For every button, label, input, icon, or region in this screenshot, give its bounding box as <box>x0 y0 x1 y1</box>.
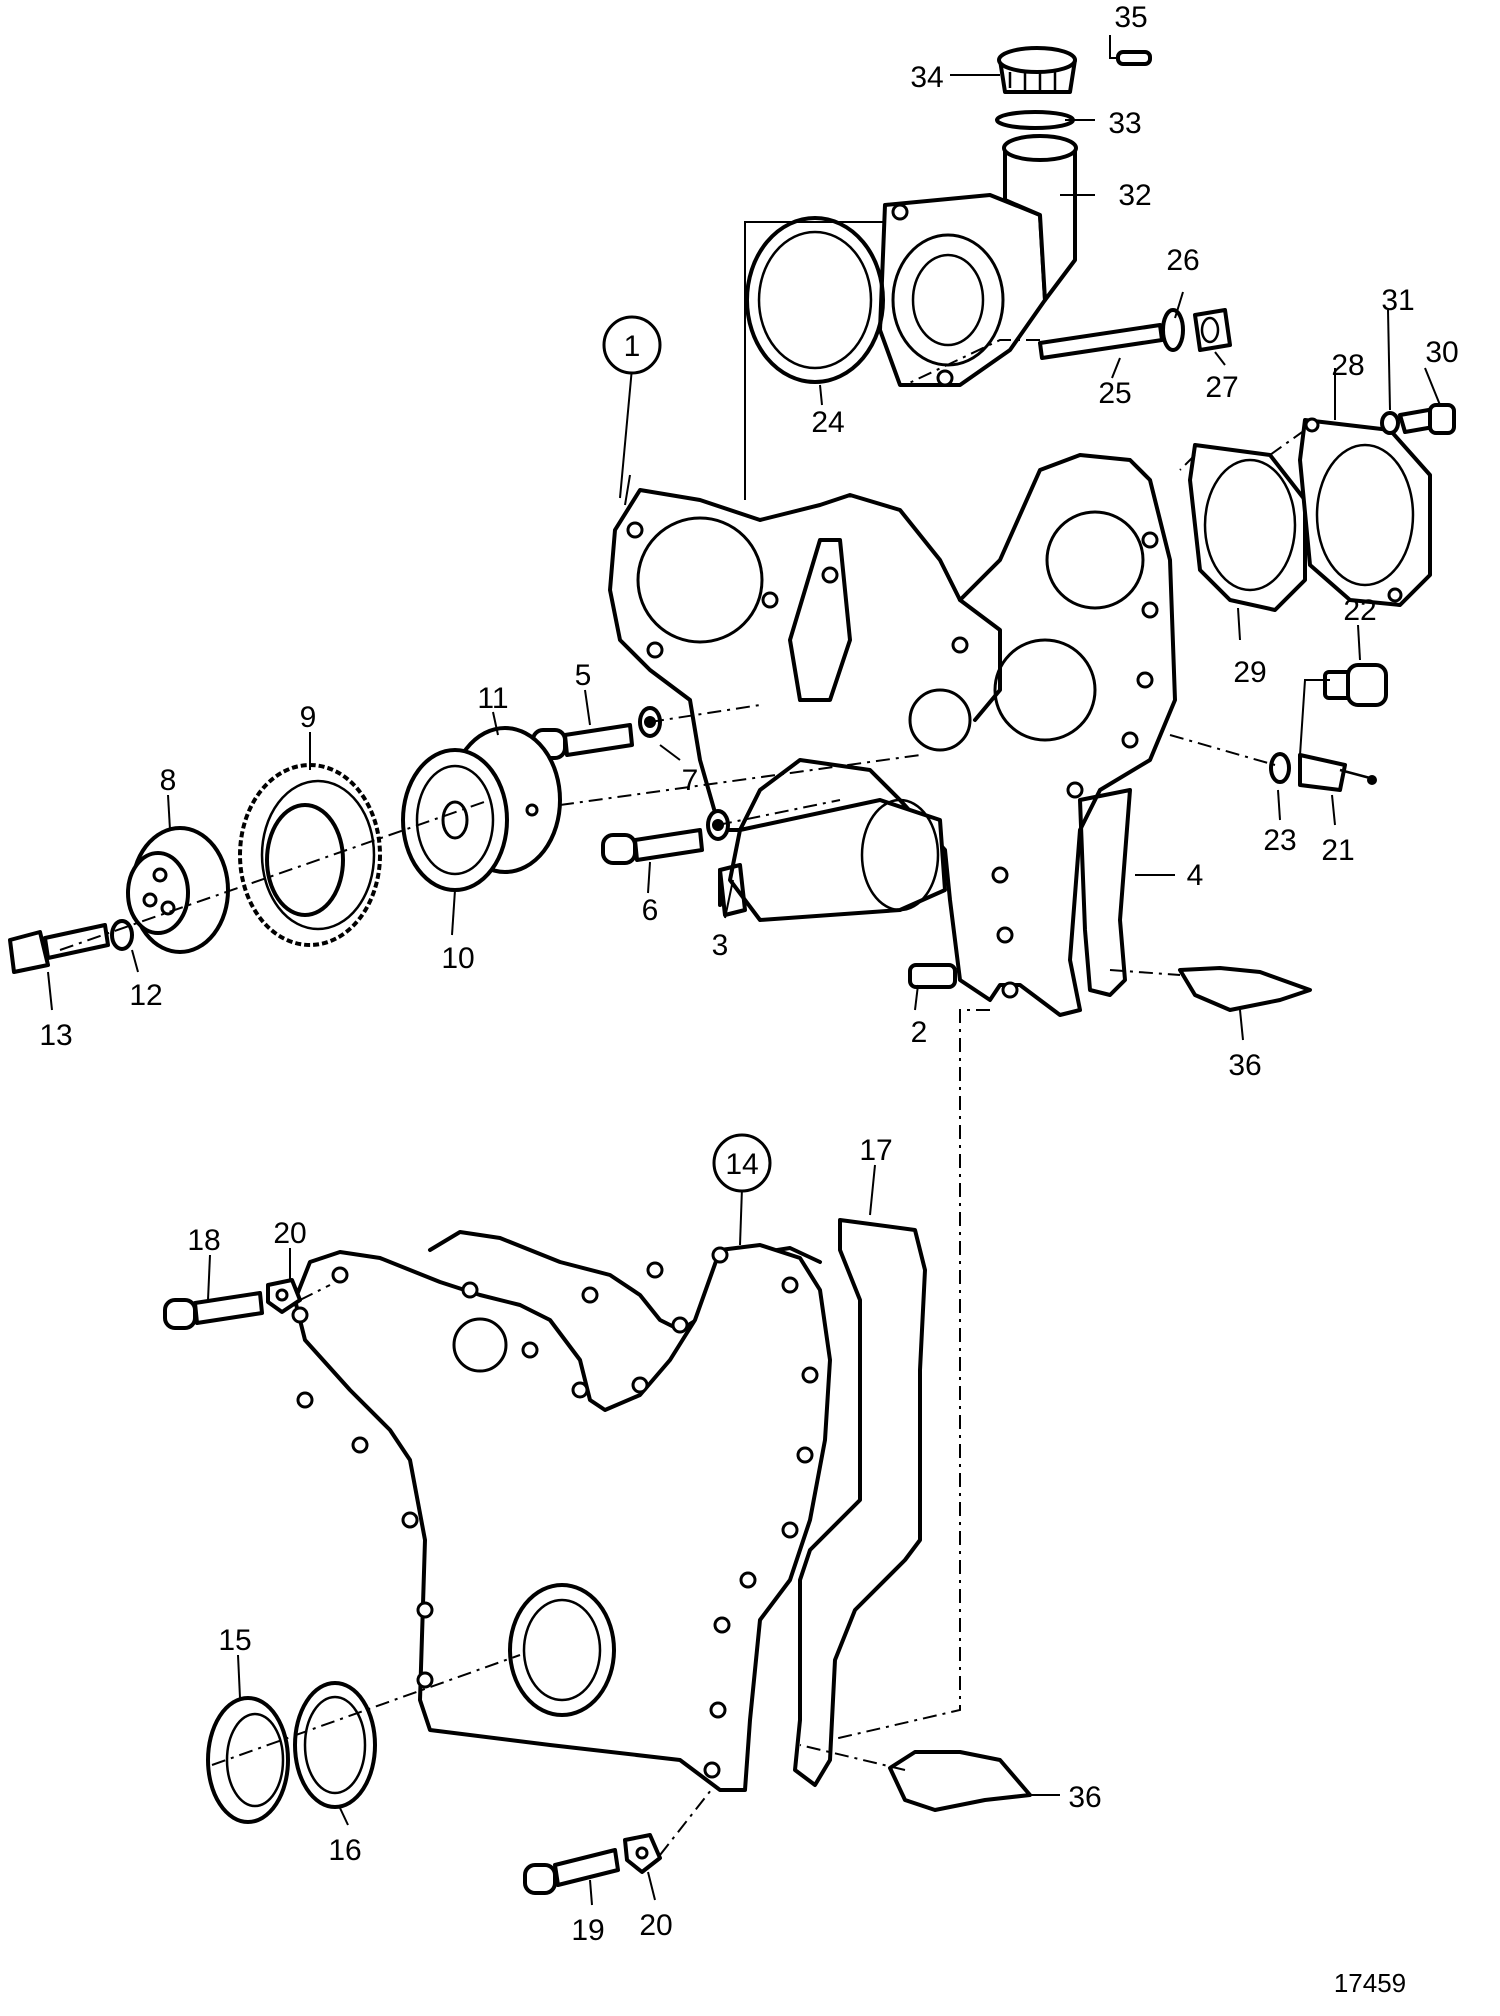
sealant-tube-part-36-lower <box>888 1750 1032 1812</box>
callout-26: 26 <box>1166 244 1199 277</box>
callout-12: 12 <box>129 979 162 1012</box>
callout-circle-1 <box>602 315 662 375</box>
callout-27: 27 <box>1205 371 1238 404</box>
callout-34: 34 <box>910 61 943 94</box>
callout-labels: 1 2 3 4 5 6 7 7 8 9 10 11 12 13 14 15 16… <box>39 1 1458 1947</box>
seal-ring-part-16 <box>293 1681 377 1809</box>
sealant-tube-part-36-upper <box>1178 966 1312 1012</box>
gasket-part-4 <box>1078 788 1132 997</box>
callout-32: 32 <box>1118 179 1151 212</box>
callout-33: 33 <box>1108 107 1141 140</box>
assembly-lines <box>59 221 1306 1856</box>
callout-2: 2 <box>911 1016 928 1049</box>
bolt-part-6 <box>601 809 730 865</box>
callout-7-second: 7 <box>682 764 699 797</box>
callout-20-lower: 20 <box>639 1909 672 1942</box>
callout-36-upper: 36 <box>1228 1049 1261 1082</box>
plate-part-10 <box>401 748 509 892</box>
drawing-number: 17459 <box>1334 1968 1406 1998</box>
temperature-sender-part-21 <box>1269 752 1377 792</box>
thermostat-housing-part-32 <box>878 134 1078 387</box>
callout-circle-14 <box>712 1133 772 1193</box>
callout-11: 11 <box>477 682 508 715</box>
callout-3: 3 <box>712 929 729 962</box>
callout-29: 29 <box>1233 656 1266 689</box>
callout-1: 1 <box>624 330 641 363</box>
callout-25: 25 <box>1098 377 1131 410</box>
bolt-part-13 <box>8 923 110 974</box>
oil-seal-part-15 <box>206 1696 290 1824</box>
callout-36-lower: 36 <box>1068 1781 1101 1814</box>
washer-part-12 <box>110 919 134 951</box>
callout-14: 14 <box>725 1148 758 1181</box>
callout-9: 9 <box>300 701 317 734</box>
callout-23: 23 <box>1263 824 1296 857</box>
bolt-part-18 <box>163 1291 264 1330</box>
callout-17: 17 <box>859 1134 892 1167</box>
plug-part-22 <box>1323 663 1388 707</box>
callout-22: 22 <box>1343 594 1376 627</box>
callout-21: 21 <box>1321 834 1354 867</box>
gear-hub-part-8 <box>126 826 230 954</box>
o-ring-part-33 <box>995 110 1075 130</box>
leader-lines <box>47 35 1441 1906</box>
seal-ring-part-24 <box>745 216 885 384</box>
callout-20-upper: 20 <box>273 1217 306 1250</box>
washer-part-20-lower <box>623 1833 662 1874</box>
bolt-part-19 <box>523 1848 620 1895</box>
callout-10: 10 <box>441 942 474 975</box>
callout-5: 5 <box>575 659 592 692</box>
screw-washer-30-31 <box>1380 403 1456 435</box>
callout-16: 16 <box>328 1834 361 1867</box>
callout-35: 35 <box>1114 1 1147 34</box>
callout-24: 24 <box>811 406 844 439</box>
bolt-part-5 <box>531 706 662 760</box>
callout-19: 19 <box>571 1914 604 1947</box>
cover-gasket-part-29 <box>1188 443 1307 612</box>
timing-cover-part-14 <box>291 1243 832 1792</box>
callout-6: 6 <box>642 894 659 927</box>
washer-part-20-upper <box>266 1278 302 1314</box>
callout-8: 8 <box>160 764 177 797</box>
callout-31: 31 <box>1381 284 1414 317</box>
callout-28: 28 <box>1331 349 1364 382</box>
callout-13: 13 <box>39 1019 72 1052</box>
stud-washer-nut-25-27 <box>1038 308 1232 360</box>
cover-plate-part-28 <box>1298 417 1432 607</box>
callout-15: 15 <box>218 1624 251 1657</box>
timing-gear-housing <box>608 453 1177 1017</box>
screw-part-35 <box>1116 50 1152 66</box>
callout-30: 30 <box>1425 336 1458 369</box>
camshaft-gear-part-9 <box>238 763 382 947</box>
dowel-pin-part-2 <box>908 963 957 989</box>
callout-18: 18 <box>187 1224 220 1257</box>
callout-4: 4 <box>1187 859 1204 892</box>
filler-cap-part-34 <box>997 46 1077 94</box>
